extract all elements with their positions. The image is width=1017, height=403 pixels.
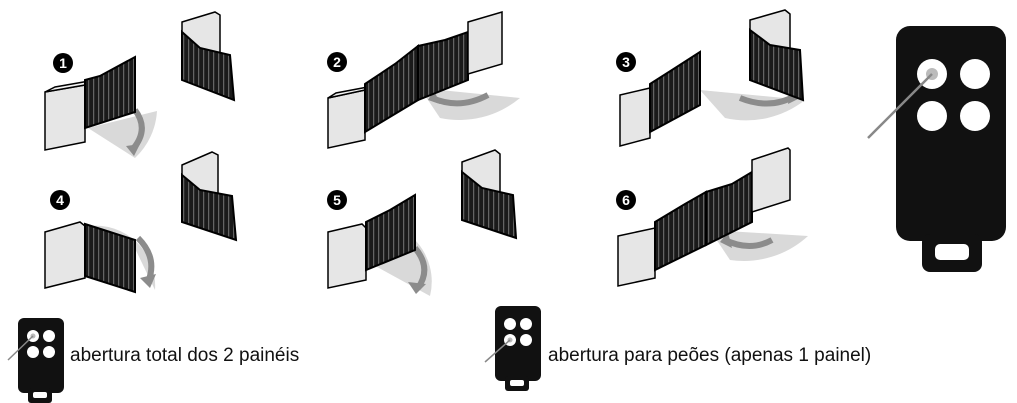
gate-leaf <box>749 28 805 102</box>
pillar <box>617 227 656 287</box>
remote-control-small-1 <box>7 318 64 403</box>
step-6-scene: 6 <box>616 147 808 287</box>
step-number-badge <box>53 53 73 73</box>
step-1-scene: 1 <box>44 11 236 158</box>
step-number: 1 <box>59 55 67 71</box>
gate-leaf <box>84 222 136 294</box>
step-number: 5 <box>333 192 341 208</box>
step-number-badge <box>50 190 70 210</box>
pillar <box>44 84 86 151</box>
gate-leaf <box>654 190 707 272</box>
gate-leaf <box>181 29 236 102</box>
step-number: 6 <box>622 192 630 208</box>
step-number-badge <box>327 52 347 72</box>
gate-leaf <box>365 193 416 272</box>
pillar <box>751 147 791 214</box>
pillar <box>327 223 367 289</box>
gate-leaf <box>181 172 238 242</box>
gate-leaf <box>461 169 518 240</box>
pillar <box>619 87 651 147</box>
step-number-badge <box>616 190 636 210</box>
legend-pedestrian-opening: abertura para peões (apenas 1 painel) <box>548 345 872 366</box>
step-number: 2 <box>333 54 341 70</box>
step-2-scene: 2 <box>327 10 520 149</box>
step-number-badge <box>327 190 347 210</box>
remote-button-3 <box>917 101 947 131</box>
gate-leaf <box>417 30 469 102</box>
pointer-line <box>484 339 511 363</box>
step-3-scene: 3 <box>616 9 805 147</box>
gate-leaf <box>364 43 419 134</box>
pillar <box>467 10 503 76</box>
legend-total-opening: abertura total dos 2 painéis <box>70 345 300 366</box>
step-number-badge <box>616 52 636 72</box>
pillar <box>327 89 366 149</box>
remote-control-large <box>867 26 1006 272</box>
step-number: 3 <box>622 54 630 70</box>
swing-arc <box>700 90 805 121</box>
swing-arc <box>88 225 156 290</box>
gate-leaf <box>84 55 136 130</box>
gate-leaf <box>649 50 701 134</box>
pillar <box>44 221 86 289</box>
pointer-line <box>867 73 933 139</box>
step-number: 4 <box>56 192 64 208</box>
step-4-scene: 4 <box>44 151 238 294</box>
remote-button-2 <box>960 59 990 89</box>
remote-control-small-2 <box>484 306 541 391</box>
remote-button-4 <box>960 101 990 131</box>
pointer-line <box>7 335 34 361</box>
step-5-scene: 5 <box>327 149 518 296</box>
